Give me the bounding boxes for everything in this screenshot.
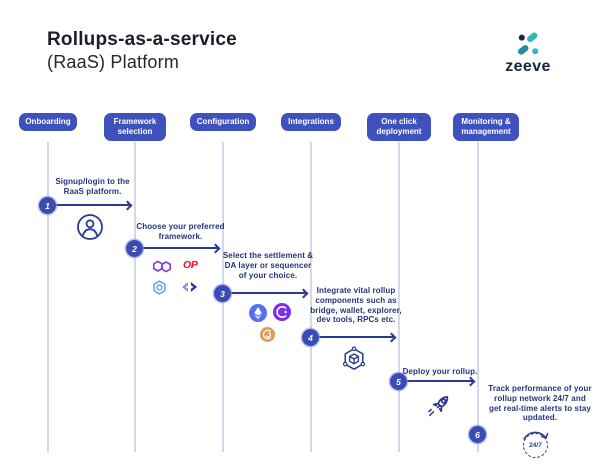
stage-label: Framework selection (113, 117, 157, 136)
monitoring-24-7-icon: 24/7 (523, 433, 548, 458)
step-2-number: 2 (126, 240, 143, 257)
monitoring-refresh-arrow-icon (523, 431, 549, 440)
timeline-line-deployment (398, 142, 400, 452)
page-title-line2: (RaaS) Platform (47, 52, 180, 72)
step-4-description: Integrate vital rollup components such a… (310, 286, 402, 325)
cube-hexagon-icon (342, 346, 366, 370)
celestia-icon (273, 303, 291, 321)
ethereum-icon (249, 304, 267, 322)
stage-one-click-deployment: One click deployment (367, 113, 431, 141)
step-3-description: Select the settlement & DA layer or sequ… (222, 251, 314, 280)
step-6-number: 6 (469, 426, 486, 443)
user-icon (77, 214, 103, 240)
step-5-arrow (407, 380, 473, 382)
stage-label: Monitoring & management (461, 117, 511, 136)
polygon-icon (152, 260, 172, 273)
step-4-arrow (319, 336, 394, 338)
stage-onboarding: Onboarding (19, 113, 77, 131)
timeline-line-integrations (310, 142, 312, 452)
monitoring-badge-label: 24/7 (529, 442, 542, 449)
timeline-line-monitoring (477, 142, 479, 452)
step-1-number: 1 (39, 197, 56, 214)
optimism-icon: OP (183, 259, 198, 271)
step-1-arrow (56, 204, 130, 206)
stage-framework-selection: Framework selection (104, 113, 166, 141)
stage-configuration: Configuration (190, 113, 256, 131)
timeline-line-framework (134, 142, 136, 452)
stage-label: Integrations (288, 117, 334, 126)
orange-network-icon (260, 327, 275, 342)
zeeve-logo-icon (518, 32, 539, 55)
stage-label: Onboarding (25, 117, 71, 126)
hexagon-network-icon (153, 280, 166, 295)
stage-label: One click deployment (376, 117, 422, 136)
step-5-description: Deploy your rollup. (402, 367, 478, 376)
page-title-line1: Rollups-as-a-service (47, 29, 237, 50)
step-3-number: 3 (214, 285, 231, 302)
zeeve-logo: zeeve (500, 32, 556, 76)
step-4-number: 4 (302, 329, 319, 346)
zeeve-wordmark: zeeve (505, 58, 551, 75)
rocket-icon (428, 395, 449, 417)
zksync-icon (181, 282, 198, 292)
step-5-number: 5 (390, 373, 407, 390)
step-1-description: Signup/login to the RaaS platform. (55, 177, 130, 196)
stage-monitoring-management: Monitoring & management (453, 113, 519, 141)
step-2-description: Choose your preferred framework. (136, 222, 225, 241)
step-6-description: Track performance of your rollup network… (488, 384, 592, 423)
step-2-arrow (143, 247, 218, 249)
step-3-arrow (231, 292, 306, 294)
stage-label: Configuration (196, 117, 250, 126)
stage-integrations: Integrations (281, 113, 341, 131)
timeline-line-onboarding (47, 142, 49, 452)
